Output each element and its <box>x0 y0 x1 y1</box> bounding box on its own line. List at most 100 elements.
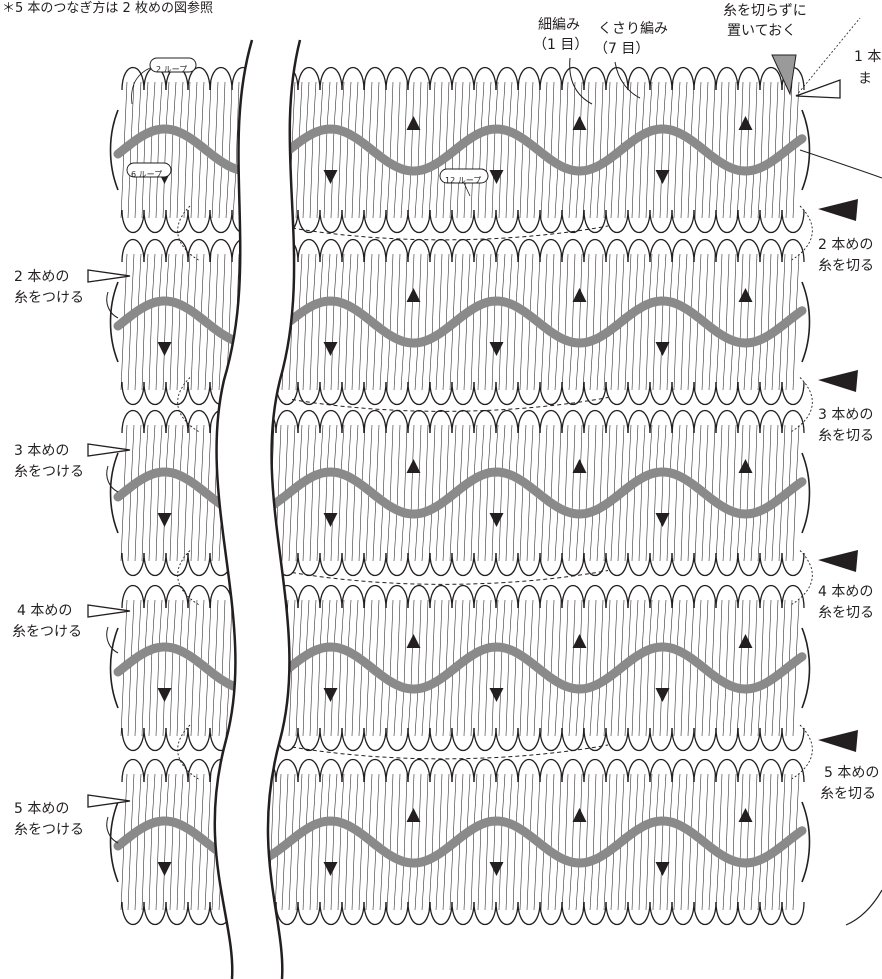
stitch-line <box>327 774 330 821</box>
stitch-line <box>471 479 474 561</box>
stitch-line <box>551 254 554 332</box>
stitch-line <box>121 667 124 736</box>
chain-loop <box>320 760 342 783</box>
motif-row <box>111 411 810 576</box>
chain-loop <box>430 902 452 925</box>
stitch-line <box>632 482 635 561</box>
stitch-line <box>401 342 404 390</box>
chain-loop <box>408 411 430 434</box>
stitch-line <box>527 836 530 910</box>
stitch-line <box>779 154 782 218</box>
stitch-line <box>292 774 295 840</box>
stitch-line <box>705 774 708 843</box>
stitch-line <box>716 504 719 561</box>
chain-loop <box>562 68 584 91</box>
stitch-line <box>744 689 747 736</box>
chain-loop <box>364 902 386 925</box>
edge-text-1: 1 本 <box>854 48 881 66</box>
stitch-line <box>352 309 355 390</box>
stitch-line <box>765 336 768 390</box>
chain-loop <box>144 240 166 263</box>
chain-loop <box>386 411 408 434</box>
fan-valley <box>490 862 504 876</box>
stitch-line <box>453 600 456 670</box>
join-dashed-line <box>292 398 608 412</box>
stitch-line <box>362 254 365 314</box>
stitch-line <box>460 254 463 318</box>
stitch-line <box>212 157 215 218</box>
chain-loop <box>540 240 562 263</box>
stitch-line <box>488 254 491 302</box>
stitch-line <box>149 823 152 910</box>
chain-loop <box>694 902 716 925</box>
stitch-line <box>674 824 677 910</box>
stitch-line <box>380 850 383 910</box>
stitch-line <box>558 425 561 507</box>
stitch-line <box>369 82 372 148</box>
fan-peak <box>739 459 753 473</box>
chain-loop <box>408 210 430 233</box>
chain-loop <box>364 760 386 783</box>
chain-loop <box>518 382 540 405</box>
stitch-line <box>548 332 551 390</box>
stitch-line <box>653 822 656 910</box>
edge-text-2: ま <box>858 70 872 88</box>
chain-loop <box>430 553 452 576</box>
fan-valley <box>656 862 670 876</box>
stitch-line <box>600 254 603 337</box>
stitch-line <box>688 832 691 910</box>
stitch-line <box>355 774 358 829</box>
stitch-line <box>390 774 393 855</box>
chain-loop <box>144 902 166 925</box>
stitch-line <box>709 328 712 390</box>
chain-loop <box>320 68 342 91</box>
stitch-line <box>194 425 197 484</box>
stitch-line <box>481 82 484 133</box>
stitch-line <box>541 847 544 910</box>
stitch-line <box>376 425 379 496</box>
stitch-line <box>317 649 320 736</box>
stitch-line <box>485 473 488 561</box>
chain-loop <box>364 553 386 576</box>
stitch-line <box>604 504 607 561</box>
chain-loop <box>430 382 452 405</box>
stitch-line <box>789 774 792 840</box>
stitch-line <box>695 663 698 736</box>
stitch-line <box>299 254 302 314</box>
stitch-line <box>527 144 530 218</box>
stitch-line <box>772 159 775 218</box>
stitch-line <box>478 825 481 910</box>
stitch-line <box>443 500 446 561</box>
stitch-line <box>401 513 404 561</box>
stitch-line <box>702 323 705 390</box>
chain-loop <box>540 68 562 91</box>
chain-loop <box>298 553 320 576</box>
stitch-line <box>481 254 484 305</box>
stitch-line <box>383 425 386 501</box>
chain-loop <box>782 240 804 263</box>
stitch-line <box>359 660 362 736</box>
stitch-line <box>292 425 295 491</box>
stitch-line <box>565 254 568 340</box>
stitch-line <box>555 507 558 561</box>
stitch-line <box>523 425 526 482</box>
stitch-line <box>474 82 477 136</box>
stitch-line <box>653 130 656 218</box>
stitch-line <box>173 254 176 302</box>
stitch-line <box>310 476 313 561</box>
stitch-line <box>723 509 726 561</box>
stitch-line <box>450 844 453 910</box>
stitch-line <box>698 774 701 837</box>
stitch-line <box>576 514 579 561</box>
stitch-line <box>348 425 351 476</box>
chain-loop <box>122 553 144 576</box>
stitch-line <box>338 131 341 218</box>
stitch-line <box>716 333 719 390</box>
stitch-line <box>222 600 225 680</box>
stitch-line <box>765 507 768 561</box>
fan-valley <box>158 513 172 527</box>
stitch-line <box>359 834 362 910</box>
keep-yarn-marker <box>772 55 796 94</box>
chain-loop <box>738 728 760 751</box>
